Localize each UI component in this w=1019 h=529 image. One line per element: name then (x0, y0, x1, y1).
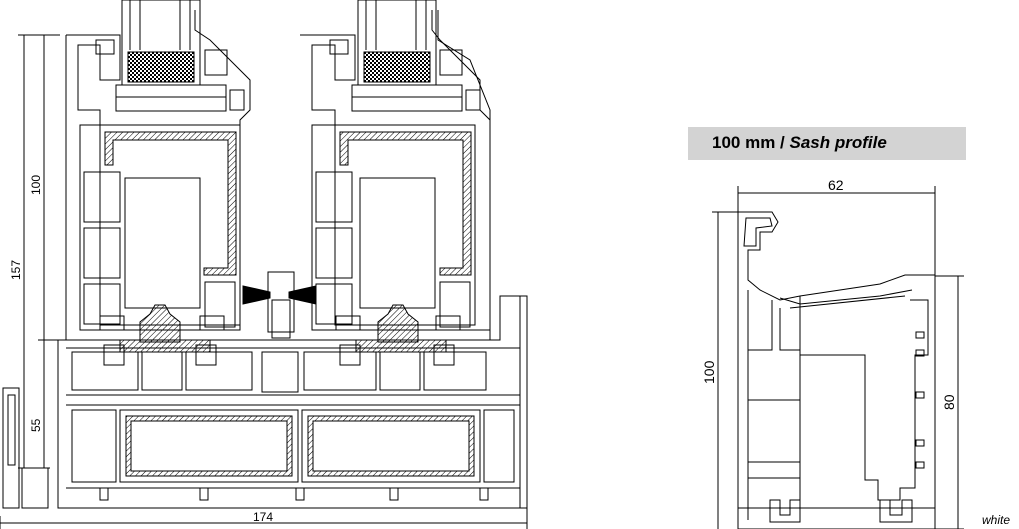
dim-inner-height-right: 80 (941, 394, 957, 410)
heading-separator: / (775, 133, 790, 152)
heading-name: Sash profile (789, 133, 887, 152)
dim-height-right: 100 (701, 360, 717, 384)
left-section-drawing (0, 0, 528, 529)
dim-total-height-left: 157 (9, 260, 23, 280)
heading-title: 100 mm / Sash profile (712, 133, 887, 153)
dim-lower-height-left: 55 (29, 418, 43, 432)
dim-width-right: 62 (828, 177, 844, 193)
heading-size: 100 mm (712, 133, 776, 152)
color-label: white (982, 513, 1011, 527)
dim-width-left: 174 (253, 510, 273, 524)
dim-upper-height-left: 100 (29, 175, 43, 195)
heading-bar (688, 127, 966, 160)
right-section-drawing (712, 186, 964, 529)
